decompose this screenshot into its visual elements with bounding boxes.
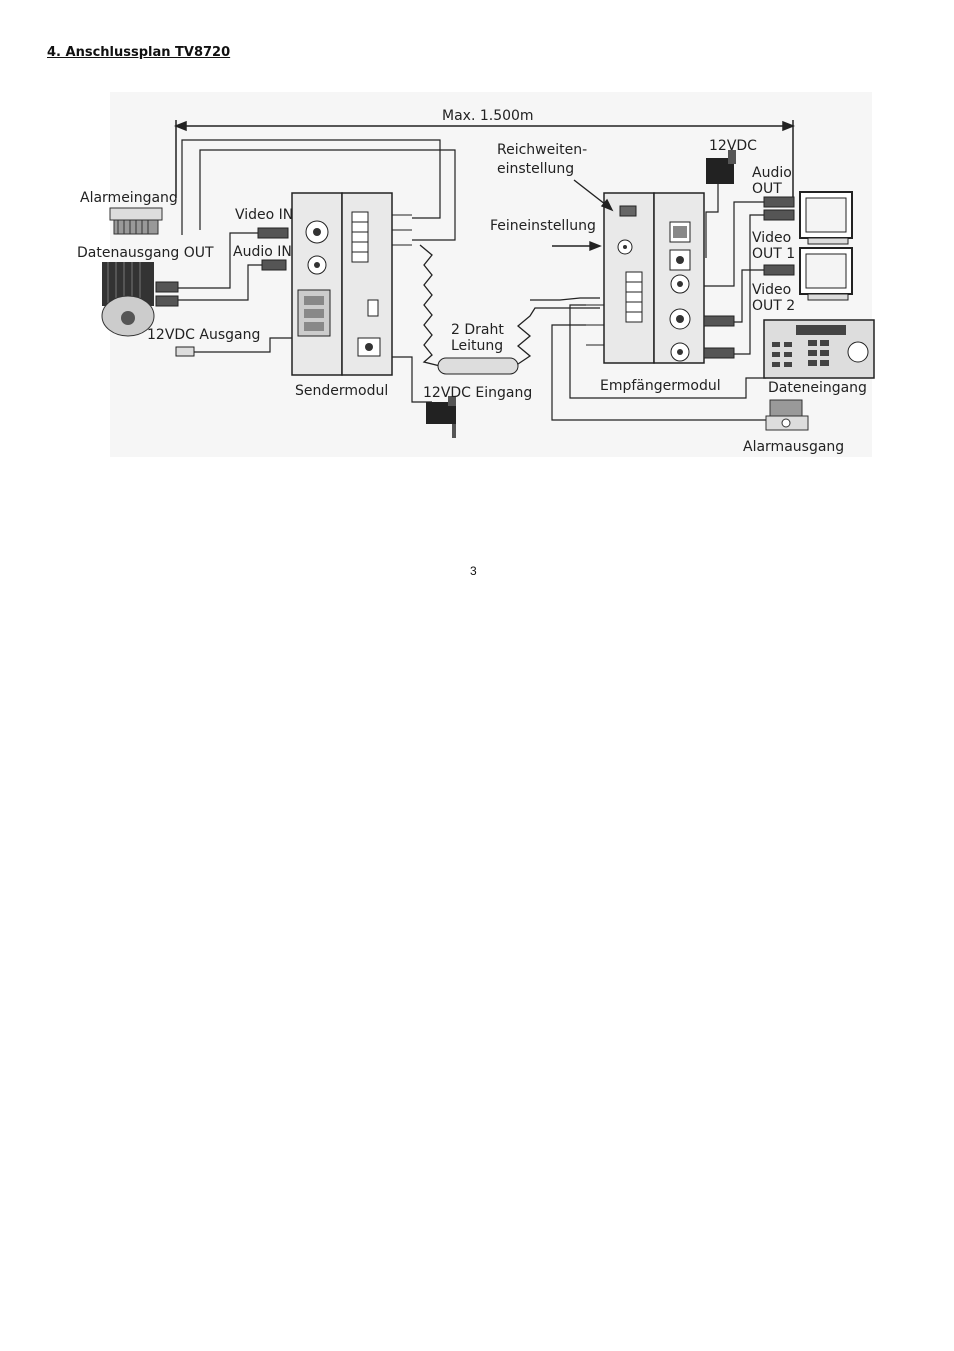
output-connectors bbox=[703, 196, 795, 359]
two-wire-cable bbox=[437, 357, 519, 375]
keyboard-controller bbox=[763, 319, 875, 379]
monitor-2 bbox=[799, 247, 853, 301]
sender-twisted-wire bbox=[419, 244, 441, 367]
dc12-label: 12VDC bbox=[709, 138, 757, 154]
monitor-1 bbox=[799, 191, 853, 245]
data-output-label: Datenausgang OUT bbox=[77, 245, 214, 261]
pointer-arrows bbox=[552, 179, 614, 252]
range-label-line2: einstellung bbox=[497, 161, 574, 177]
receiver-label: Empfängermodul bbox=[600, 378, 721, 394]
alarm-output-device bbox=[765, 399, 809, 431]
distance-arrow bbox=[173, 120, 796, 200]
two-wire-label-line1: 2 Draht bbox=[451, 322, 504, 338]
audio-in-label: Audio IN bbox=[233, 244, 292, 260]
video-in-label: Video IN bbox=[235, 207, 293, 223]
alarm-input-device bbox=[109, 207, 163, 235]
video-out2-label-line2: OUT 2 bbox=[752, 298, 795, 314]
distance-label: Max. 1.500m bbox=[442, 108, 534, 124]
camera-connectors bbox=[155, 227, 289, 357]
sender-module bbox=[291, 192, 412, 376]
dc-input-label: 12VDC Eingang bbox=[423, 385, 532, 401]
video-out1-label-line1: Video bbox=[752, 230, 791, 246]
audio-out-label-line1: Audio bbox=[752, 165, 792, 181]
two-wire-label-line2: Leitung bbox=[451, 338, 503, 354]
sender-label: Sendermodul bbox=[295, 383, 388, 399]
receiver-twisted-wire bbox=[516, 297, 600, 365]
video-out1-label-line2: OUT 1 bbox=[752, 246, 795, 262]
dc-input-adapter bbox=[392, 356, 456, 438]
page-number: 3 bbox=[470, 564, 477, 578]
dome-camera bbox=[101, 262, 155, 337]
alarm-input-label: Alarmeingang bbox=[80, 190, 178, 206]
receiver-module bbox=[586, 192, 705, 364]
receiver-dc-adapter bbox=[705, 150, 736, 258]
range-label-line1: Reichweiten- bbox=[497, 142, 587, 158]
fine-adjust-label: Feineinstellung bbox=[490, 218, 596, 234]
dc-output-label: 12VDC Ausgang bbox=[147, 327, 260, 343]
data-input-label: Dateneingang bbox=[768, 380, 867, 396]
left-wires bbox=[170, 139, 456, 353]
audio-out-label-line2: OUT bbox=[752, 181, 782, 197]
video-out2-label-line1: Video bbox=[752, 282, 791, 298]
section-heading: 4. Anschlussplan TV8720 bbox=[47, 45, 231, 60]
alarm-output-label: Alarmausgang bbox=[743, 439, 844, 455]
